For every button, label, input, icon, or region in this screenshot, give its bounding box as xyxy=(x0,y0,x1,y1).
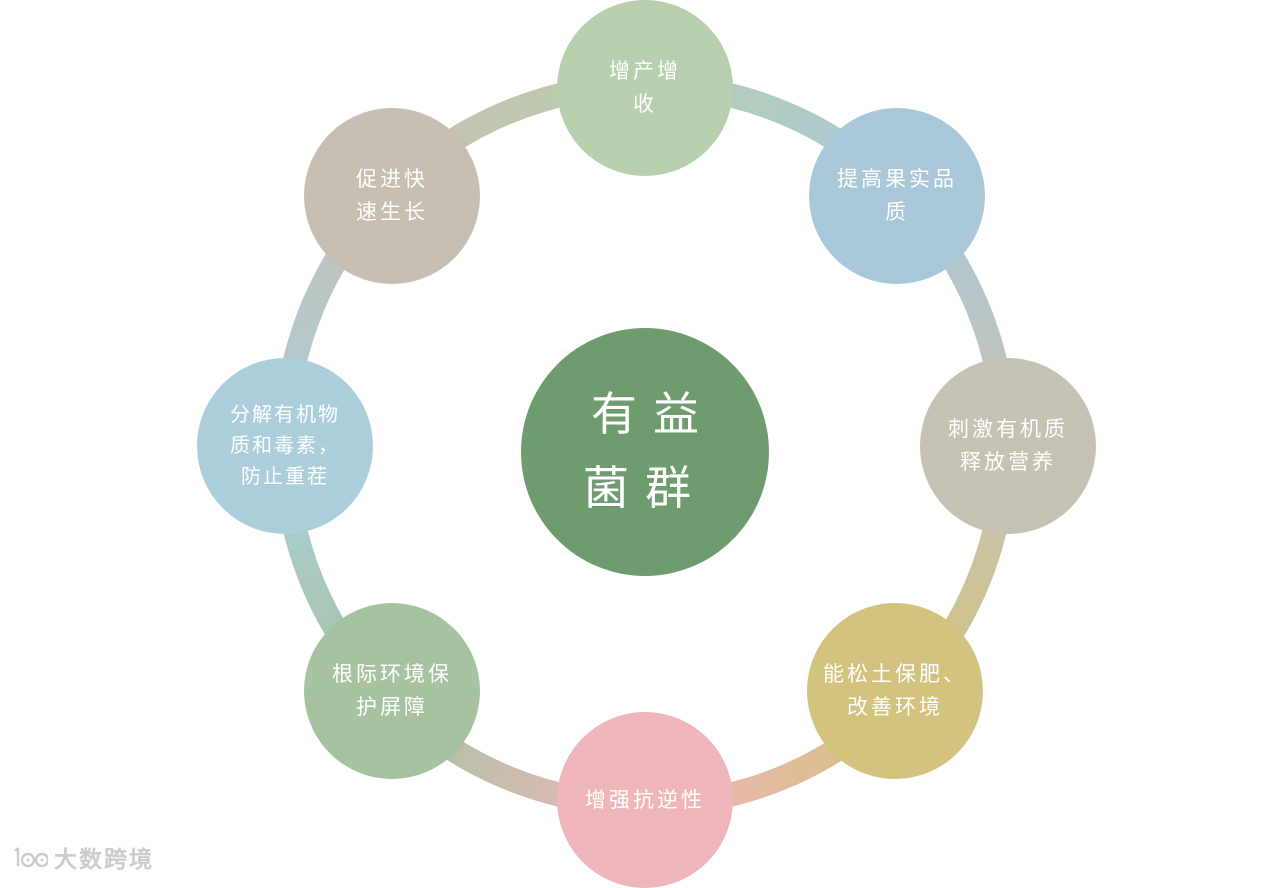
node-rhizosphere-barrier: 根际环境保 护屏障 xyxy=(304,603,480,779)
node-stress-resistance: 增强抗逆性 xyxy=(557,712,733,888)
node-promote-fast-growth: 促进快 速生长 xyxy=(304,108,480,284)
node-stimulate-organic-release: 刺激有机质 释放营养 xyxy=(920,358,1096,534)
watermark: 大数跨境 xyxy=(14,840,154,874)
center-node-beneficial-microbes: 有益 菌群 xyxy=(521,328,769,576)
node-decompose-organic-toxins-label: 分解有机物 质和毒素， 防止重茬 xyxy=(230,403,340,488)
node-decompose-organic-toxins: 分解有机物 质和毒素， 防止重茬 xyxy=(197,358,373,534)
node-increase-yield-label: 增产增 收 xyxy=(609,59,681,116)
node-increase-yield: 增产增 收 xyxy=(557,0,733,176)
node-loosen-soil-improve-env-label: 能松土保肥、 改善环境 xyxy=(823,662,967,719)
node-loosen-soil-improve-env: 能松土保肥、 改善环境 xyxy=(807,603,983,779)
node-rhizosphere-barrier-label: 根际环境保 护屏障 xyxy=(332,662,452,719)
node-improve-fruit-quality: 提高果实品 质 xyxy=(809,108,985,284)
node-stimulate-organic-release-label: 刺激有机质 释放营养 xyxy=(948,417,1068,474)
node-improve-fruit-quality-label: 提高果实品 质 xyxy=(837,167,957,224)
node-promote-fast-growth-label: 促进快 速生长 xyxy=(356,167,428,224)
center-node-label: 有益 菌群 xyxy=(583,389,715,514)
watermark-text: 大数跨境 xyxy=(54,846,154,872)
dashu-logo-icon xyxy=(14,845,48,869)
node-stress-resistance-label: 增强抗逆性 xyxy=(585,787,705,812)
